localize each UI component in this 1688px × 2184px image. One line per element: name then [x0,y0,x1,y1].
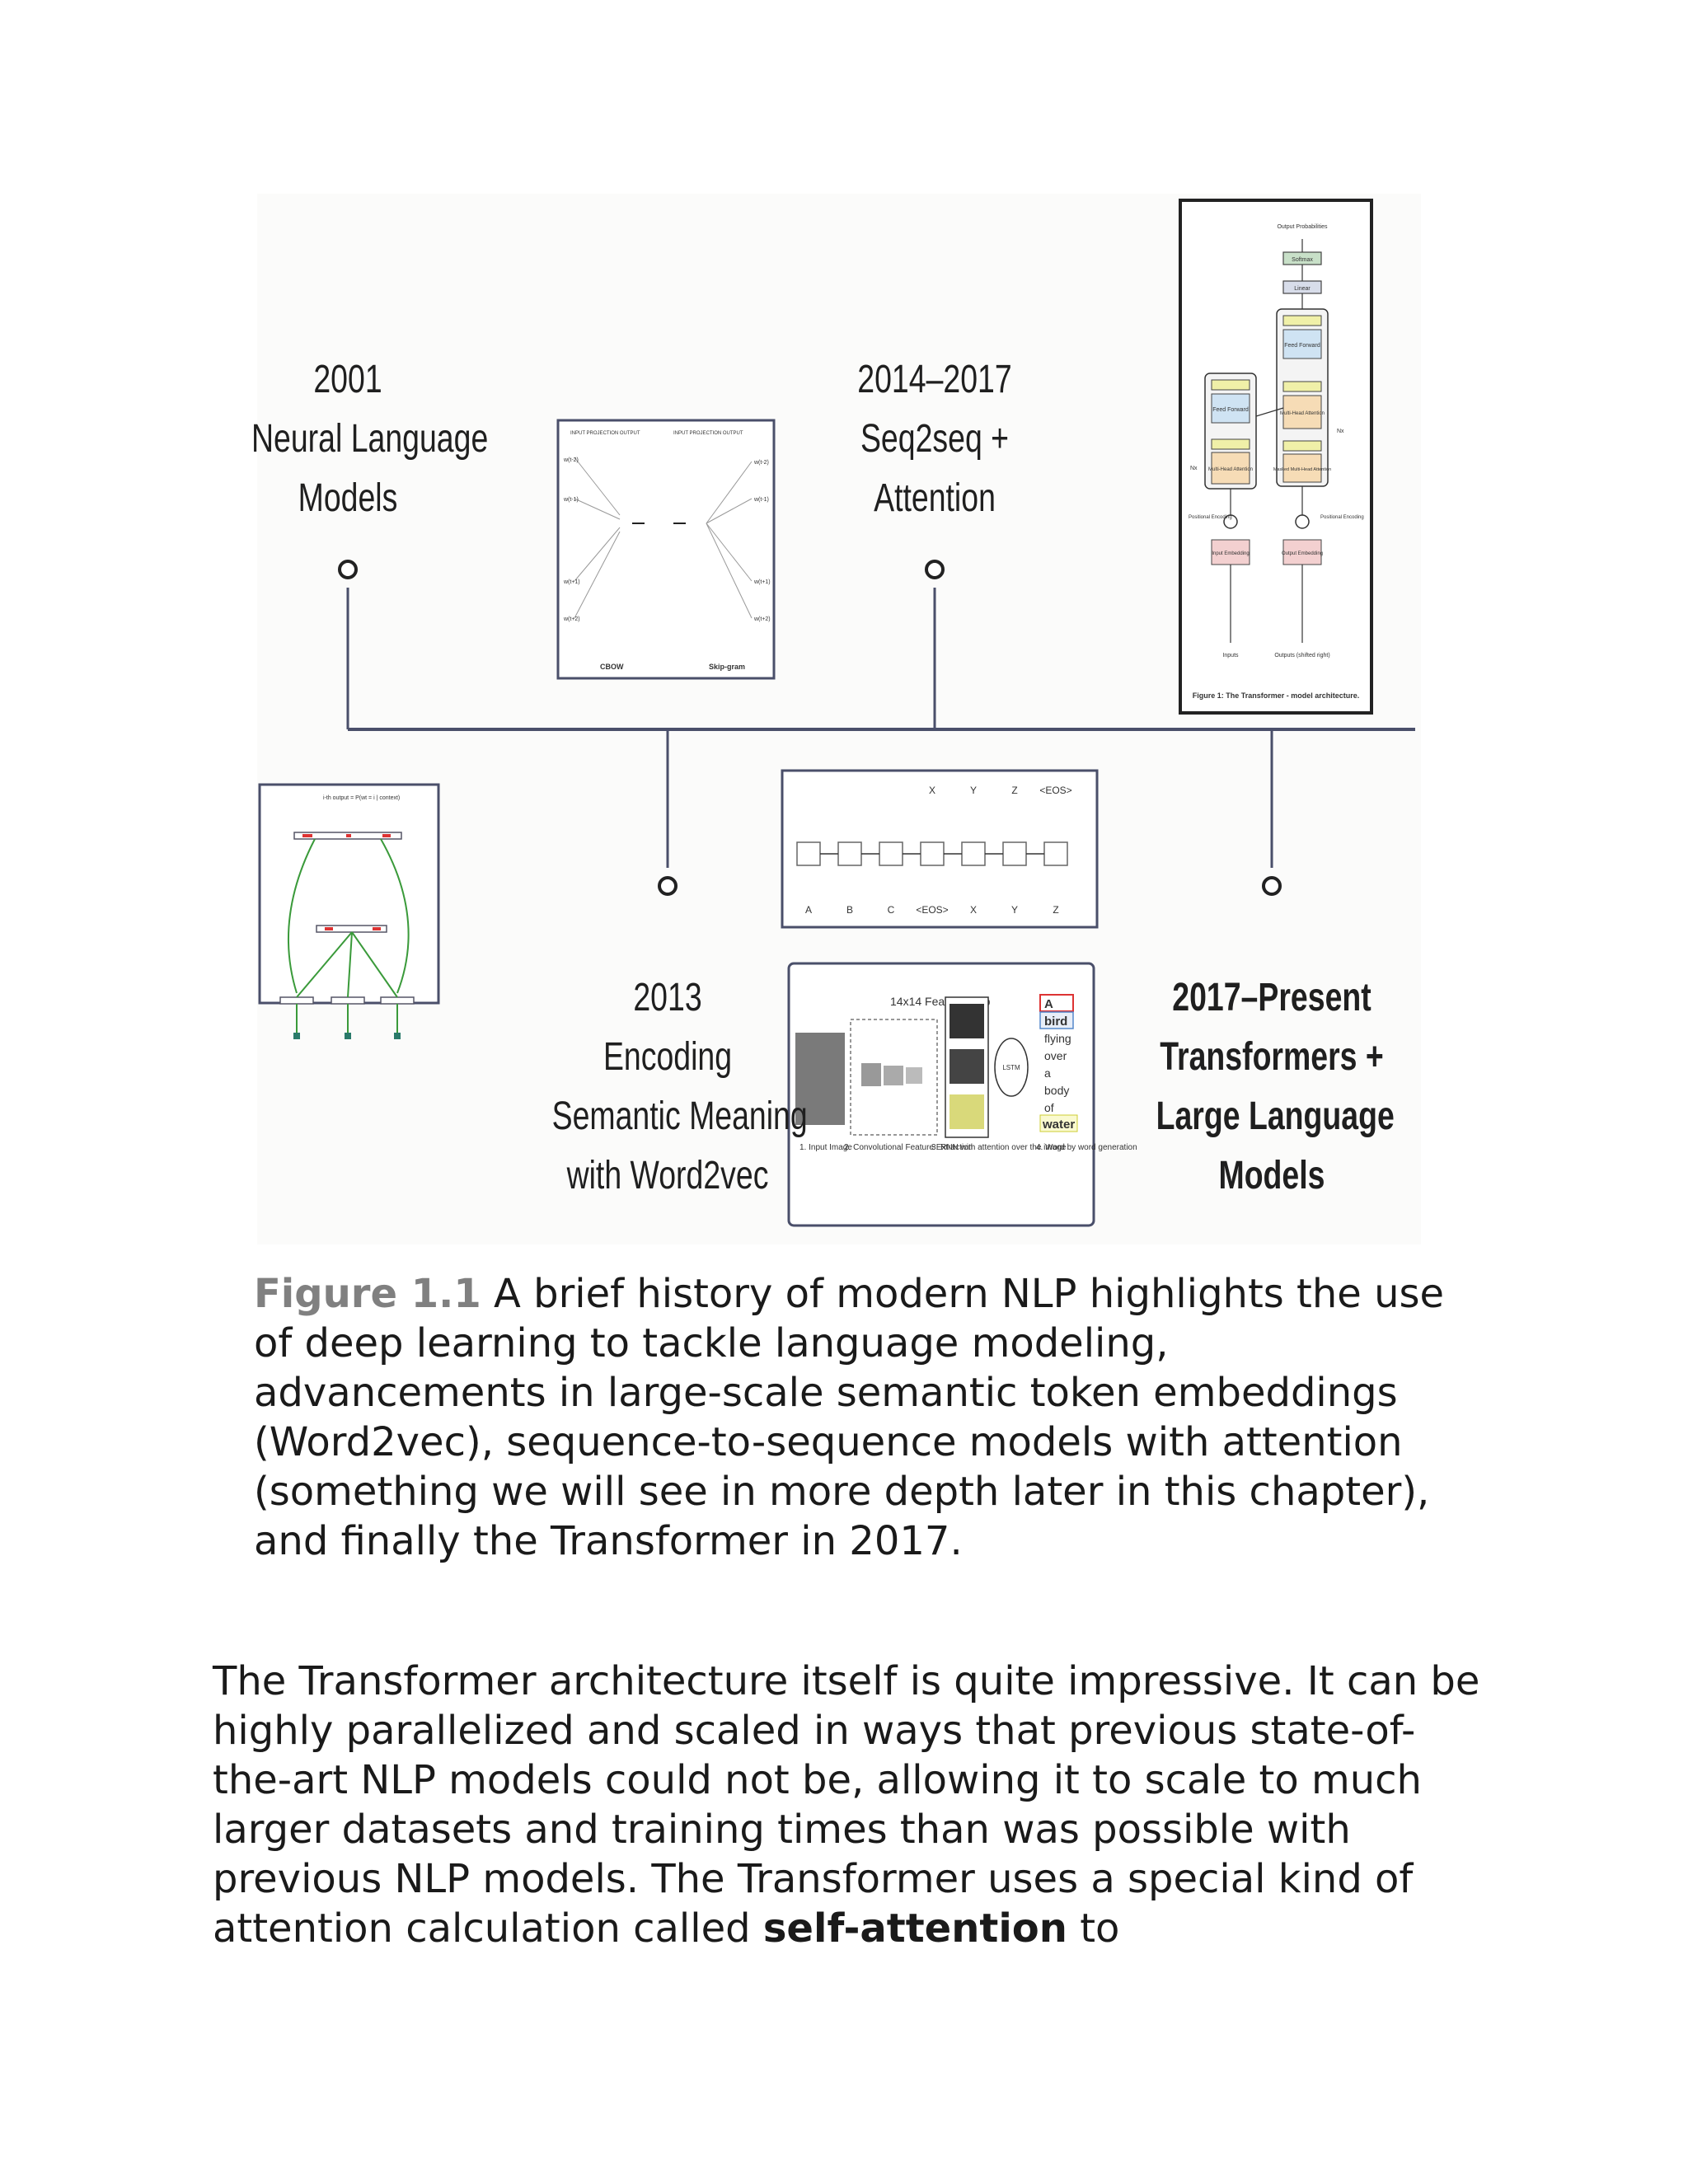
svg-text:Feed Forward: Feed Forward [1284,343,1320,349]
svg-text:INPUT PROJECTION OUTPUT: INPUT PROJECTION OUTPUT [673,431,743,436]
svg-text:Nx: Nx [1337,429,1344,434]
milestone-2013: 2013 Encoding Semantic Meaning with Word… [551,968,808,1206]
svg-text:over: over [1044,1049,1067,1062]
milestone-line: Large Language [1156,1094,1395,1138]
caption-text: A brief history of modern NLP highlights… [254,1271,1445,1564]
svg-text:Y: Y [1011,904,1018,916]
milestone-year: 2014–2017 [857,358,1012,401]
milestone-line: Seq2seq + [860,417,1010,461]
figure-caption: Figure 1.1 A brief history of modern NLP… [254,1269,1457,1566]
milestone-line: with Word2vec [566,1154,769,1197]
svg-text:Z: Z [1053,904,1058,916]
svg-text:Z: Z [1011,785,1017,796]
marker-2014 [925,560,945,579]
cbow-label: CBOW [600,663,624,671]
svg-text:w(t+2): w(t+2) [753,616,771,622]
svg-text:a: a [1044,1066,1051,1080]
seq2seq-panel: X Y Z <EOS> A B C <EOS> X Y Z [781,769,1099,929]
svg-text:w(t+2): w(t+2) [563,616,580,622]
svg-text:Output Probabilities: Output Probabilities [1277,224,1328,230]
svg-text:water: water [1042,1118,1075,1132]
timeline-figure: INPUT PROJECTION OUTPUT INPUT PROJECTION… [251,194,1421,1244]
skipgram-label: Skip-gram [709,663,745,671]
milestone-year: 2013 [633,976,702,1019]
milestone-line: Models [1218,1154,1325,1197]
svg-text:body: body [1044,1084,1069,1097]
milestone-2014: 2014–2017 Seq2seq + Attention [838,350,1031,528]
svg-text:flying: flying [1044,1032,1071,1045]
milestone-line: Encoding [603,1035,733,1079]
transformer-panel: Output Probabilities Softmax Linear Feed… [1179,199,1373,715]
svg-text:Positional Encoding: Positional Encoding [1320,515,1364,520]
body-text-tail: to [1067,1905,1120,1952]
svg-text:Multi-Head Attention: Multi-Head Attention [1208,467,1253,472]
svg-text:Y: Y [970,785,977,796]
svg-text:Positional Encoding: Positional Encoding [1189,515,1232,520]
svg-text:i-th output = P(wt = i | conte: i-th output = P(wt = i | context) [323,795,400,801]
svg-text:w(t+1): w(t+1) [563,579,580,585]
milestone-2017: 2017–Present Transformers + Large Langua… [1156,968,1395,1206]
svg-text:INPUT PROJECTION OUTPUT: INPUT PROJECTION OUTPUT [570,431,640,436]
svg-text:C: C [888,904,895,916]
svg-text:Figure 1: The Transformer - mo: Figure 1: The Transformer - model archit… [1193,691,1360,700]
milestone-line: Transformers + [1160,1035,1384,1079]
marker-2001 [338,560,358,579]
milestone-year: 2017–Present [1172,976,1372,1019]
neural-lm-panel: i-th output = P(wt = i | context) [258,783,440,1039]
svg-text:Linear: Linear [1294,286,1311,292]
svg-text:X: X [929,785,935,796]
svg-text:Nx: Nx [1190,466,1198,471]
svg-text:B: B [846,904,853,916]
svg-text:w(t-2): w(t-2) [563,457,579,463]
svg-text:1. Input Image: 1. Input Image [799,1143,852,1152]
svg-text:Feed Forward: Feed Forward [1212,407,1249,413]
svg-text:w(t-1): w(t-1) [753,497,769,503]
svg-text:Outputs (shifted right): Outputs (shifted right) [1274,653,1329,658]
milestone-line: Semantic Meaning [551,1094,808,1138]
milestone-2001: 2001 Neural Language Models [251,350,489,528]
marker-2013 [658,876,678,896]
svg-text:Softmax: Softmax [1292,257,1313,263]
milestone-year: 2001 [313,358,382,401]
svg-text:w(t+1): w(t+1) [753,579,771,585]
svg-text:w(t-2): w(t-2) [753,460,769,466]
svg-text:Input Embedding: Input Embedding [1212,551,1249,556]
svg-text:<EOS>: <EOS> [916,904,948,916]
svg-text:w(t-1): w(t-1) [563,497,579,503]
svg-text:A: A [1044,997,1053,1011]
svg-text:3. RNN with attention over the: 3. RNN with attention over the image [931,1143,1067,1152]
svg-text:Multi-Head Attention: Multi-Head Attention [1280,411,1325,416]
milestone-line: Models [298,476,398,520]
body-text: The Transformer architecture itself is q… [213,1658,1480,1952]
svg-text:4. Word by word generation: 4. Word by word generation [1036,1143,1137,1152]
body-paragraph: The Transformer architecture itself is q… [213,1657,1482,1953]
svg-text:A: A [805,904,812,916]
svg-text:<EOS>: <EOS> [1039,785,1071,796]
figure-label: Figure 1.1 [254,1271,481,1317]
timeline-diagram: INPUT PROJECTION OUTPUT INPUT PROJECTION… [258,199,1415,1227]
bold-term: self-attention [762,1905,1067,1952]
svg-text:Output Embedding: Output Embedding [1282,551,1323,556]
milestone-line: Neural Language [251,417,489,461]
marker-2017 [1262,876,1282,896]
attention-panel: 14x14 Feature Map LSTM A bird flying ove… [787,962,1137,1227]
word2vec-panel: INPUT PROJECTION OUTPUT INPUT PROJECTION… [556,419,776,680]
svg-text:LSTM: LSTM [1002,1064,1020,1071]
svg-text:2. Convolutional Feature Extra: 2. Convolutional Feature Extraction [844,1143,973,1152]
svg-text:Inputs: Inputs [1222,653,1239,658]
milestone-line: Attention [874,476,996,520]
svg-text:Masked Multi-Head Attention: Masked Multi-Head Attention [1273,467,1331,472]
svg-text:of: of [1044,1101,1054,1114]
svg-text:X: X [970,904,977,916]
svg-text:bird: bird [1044,1015,1067,1029]
